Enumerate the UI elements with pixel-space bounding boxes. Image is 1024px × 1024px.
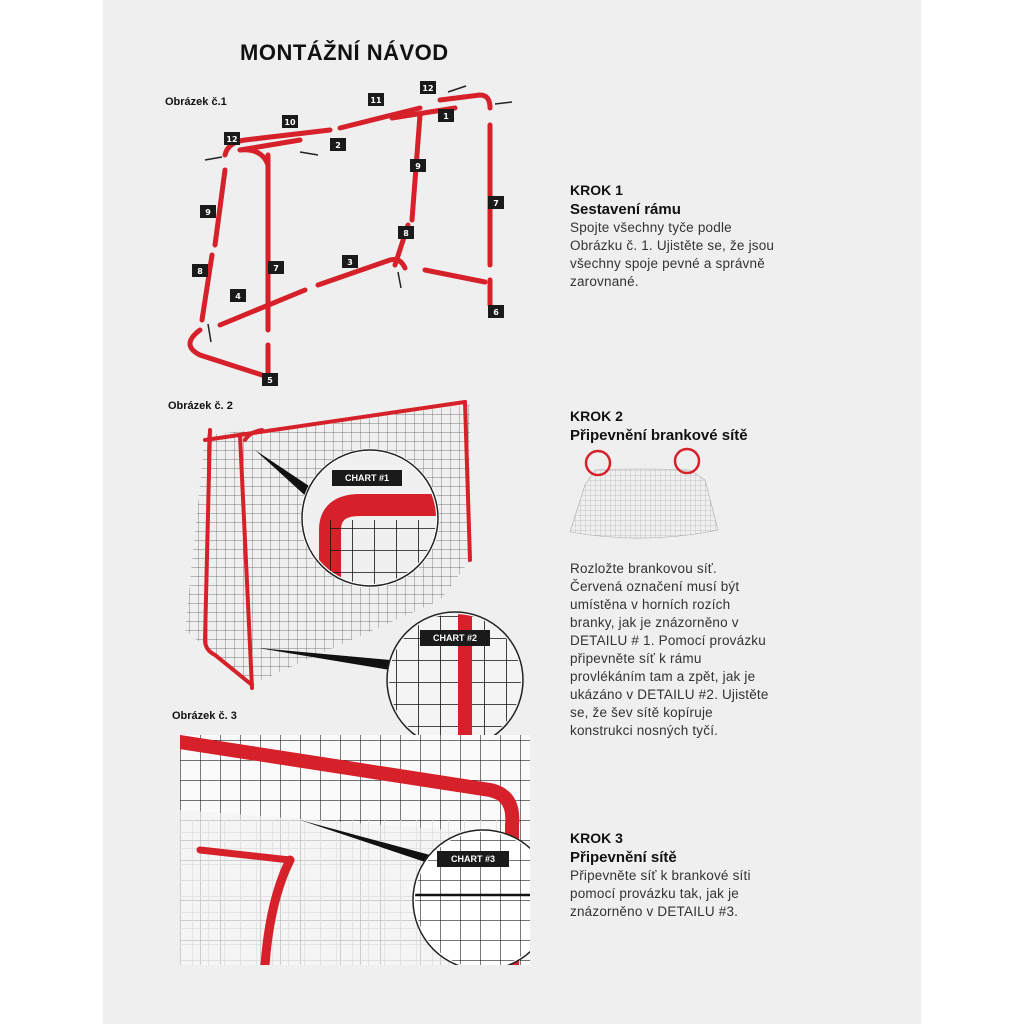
part-number-box bbox=[200, 205, 216, 218]
part-number-label: 5 bbox=[267, 376, 273, 385]
step-2-line: ukázáno v DETAILU #2. Ujistěte bbox=[570, 687, 769, 702]
step-2-line: připevněte síť k rámu bbox=[570, 651, 702, 666]
step-3-heading: KROK 3 bbox=[570, 830, 623, 846]
step-1-line: Obrázku č. 1. Ujistěte se, že jsou bbox=[570, 238, 775, 253]
step-1-subheading: Sestavení rámu bbox=[570, 201, 681, 218]
part-number-label: 8 bbox=[197, 267, 203, 276]
part-number-label: 3 bbox=[347, 258, 353, 267]
part-number-label: 11 bbox=[370, 96, 382, 105]
part-number-box bbox=[262, 373, 278, 386]
part-number-label: 10 bbox=[284, 118, 296, 127]
part-number-label: 8 bbox=[403, 229, 409, 238]
net-layout-illustration bbox=[569, 447, 719, 539]
figure-2-label: Obrázek č. 2 bbox=[168, 400, 233, 412]
step-1-line: Spojte všechny tyče podle bbox=[570, 220, 732, 235]
step-2-line: DETAILU # 1. Pomocí provázku bbox=[570, 633, 766, 648]
part-number-label: 7 bbox=[273, 264, 279, 273]
goal-with-net-illustration bbox=[185, 400, 524, 749]
step-3-subheading: Připevnění sítě bbox=[570, 849, 677, 866]
part-number-box bbox=[282, 115, 298, 128]
step-2-subheading: Připevnění brankové sítě bbox=[570, 427, 748, 444]
part-number-box bbox=[488, 196, 504, 209]
part-number-label: 1 bbox=[443, 112, 449, 121]
part-number-box bbox=[410, 159, 426, 172]
step-2-line: Rozložte brankovou síť. bbox=[570, 561, 717, 576]
step-3-line: znázorněno v DETAILU #3. bbox=[570, 904, 739, 919]
step-3: KROK 3 Připevnění sítě Připevněte síť k … bbox=[570, 829, 870, 921]
part-number-box bbox=[488, 305, 504, 318]
step-1-line: všechny spoje pevné a správně bbox=[570, 256, 765, 271]
step-2-heading: KROK 2 bbox=[570, 408, 623, 424]
part-number-box bbox=[268, 261, 284, 274]
chart-3-label: CHART #3 bbox=[437, 851, 509, 867]
step-2-line: se, že šev sítě kopíruje bbox=[570, 705, 713, 720]
step-3-line: Připevněte síť k brankové síti bbox=[570, 868, 751, 883]
step-3-line: pomocí provázku tak, jak je bbox=[570, 886, 739, 901]
page-title: MONTÁŽNÍ NÁVOD bbox=[240, 40, 449, 65]
part-number-label: 7 bbox=[493, 199, 499, 208]
part-number-label: 12 bbox=[422, 84, 433, 93]
step-2-line: konstrukci nosných tyčí. bbox=[570, 723, 719, 738]
step-1-line: zarovnané. bbox=[570, 274, 639, 289]
part-number-box bbox=[438, 109, 454, 122]
part-number-box bbox=[342, 255, 358, 268]
chart-2-label: CHART #2 bbox=[420, 630, 490, 646]
part-number-box bbox=[192, 264, 208, 277]
part-number-box bbox=[398, 226, 414, 239]
part-number-box bbox=[330, 138, 346, 151]
net-attachment-photo bbox=[180, 735, 530, 965]
step-2-body: Rozložte brankovou síť. Červená označení… bbox=[570, 560, 870, 740]
part-number-box bbox=[230, 289, 246, 302]
figure-1-label: Obrázek č.1 bbox=[165, 96, 227, 108]
part-number-label: 9 bbox=[415, 162, 421, 171]
part-number-label: 2 bbox=[335, 141, 341, 150]
step-2-line: branky, jak je znázorněno v bbox=[570, 615, 739, 630]
part-number-label: 6 bbox=[493, 308, 499, 317]
step-2-line: Červená označení musí být bbox=[570, 579, 740, 594]
step-2-line: provlékáním tam a zpět, jak je bbox=[570, 669, 756, 684]
part-number-label: 12 bbox=[226, 135, 237, 144]
part-number-box bbox=[224, 132, 240, 145]
step-2: KROK 2 Připevnění brankové sítě bbox=[570, 407, 870, 445]
part-number-box bbox=[420, 81, 436, 94]
part-number-label: 9 bbox=[205, 208, 211, 217]
part-number-box bbox=[368, 93, 384, 106]
part-number-label: 4 bbox=[235, 292, 241, 301]
figure-3-label: Obrázek č. 3 bbox=[172, 710, 237, 722]
step-2-line: umístěna v horních rozích bbox=[570, 597, 731, 612]
step-1-heading: KROK 1 bbox=[570, 182, 623, 198]
step-1: KROK 1 Sestavení rámu Spojte všechny tyč… bbox=[570, 181, 870, 291]
chart-1-label: CHART #1 bbox=[332, 470, 402, 486]
